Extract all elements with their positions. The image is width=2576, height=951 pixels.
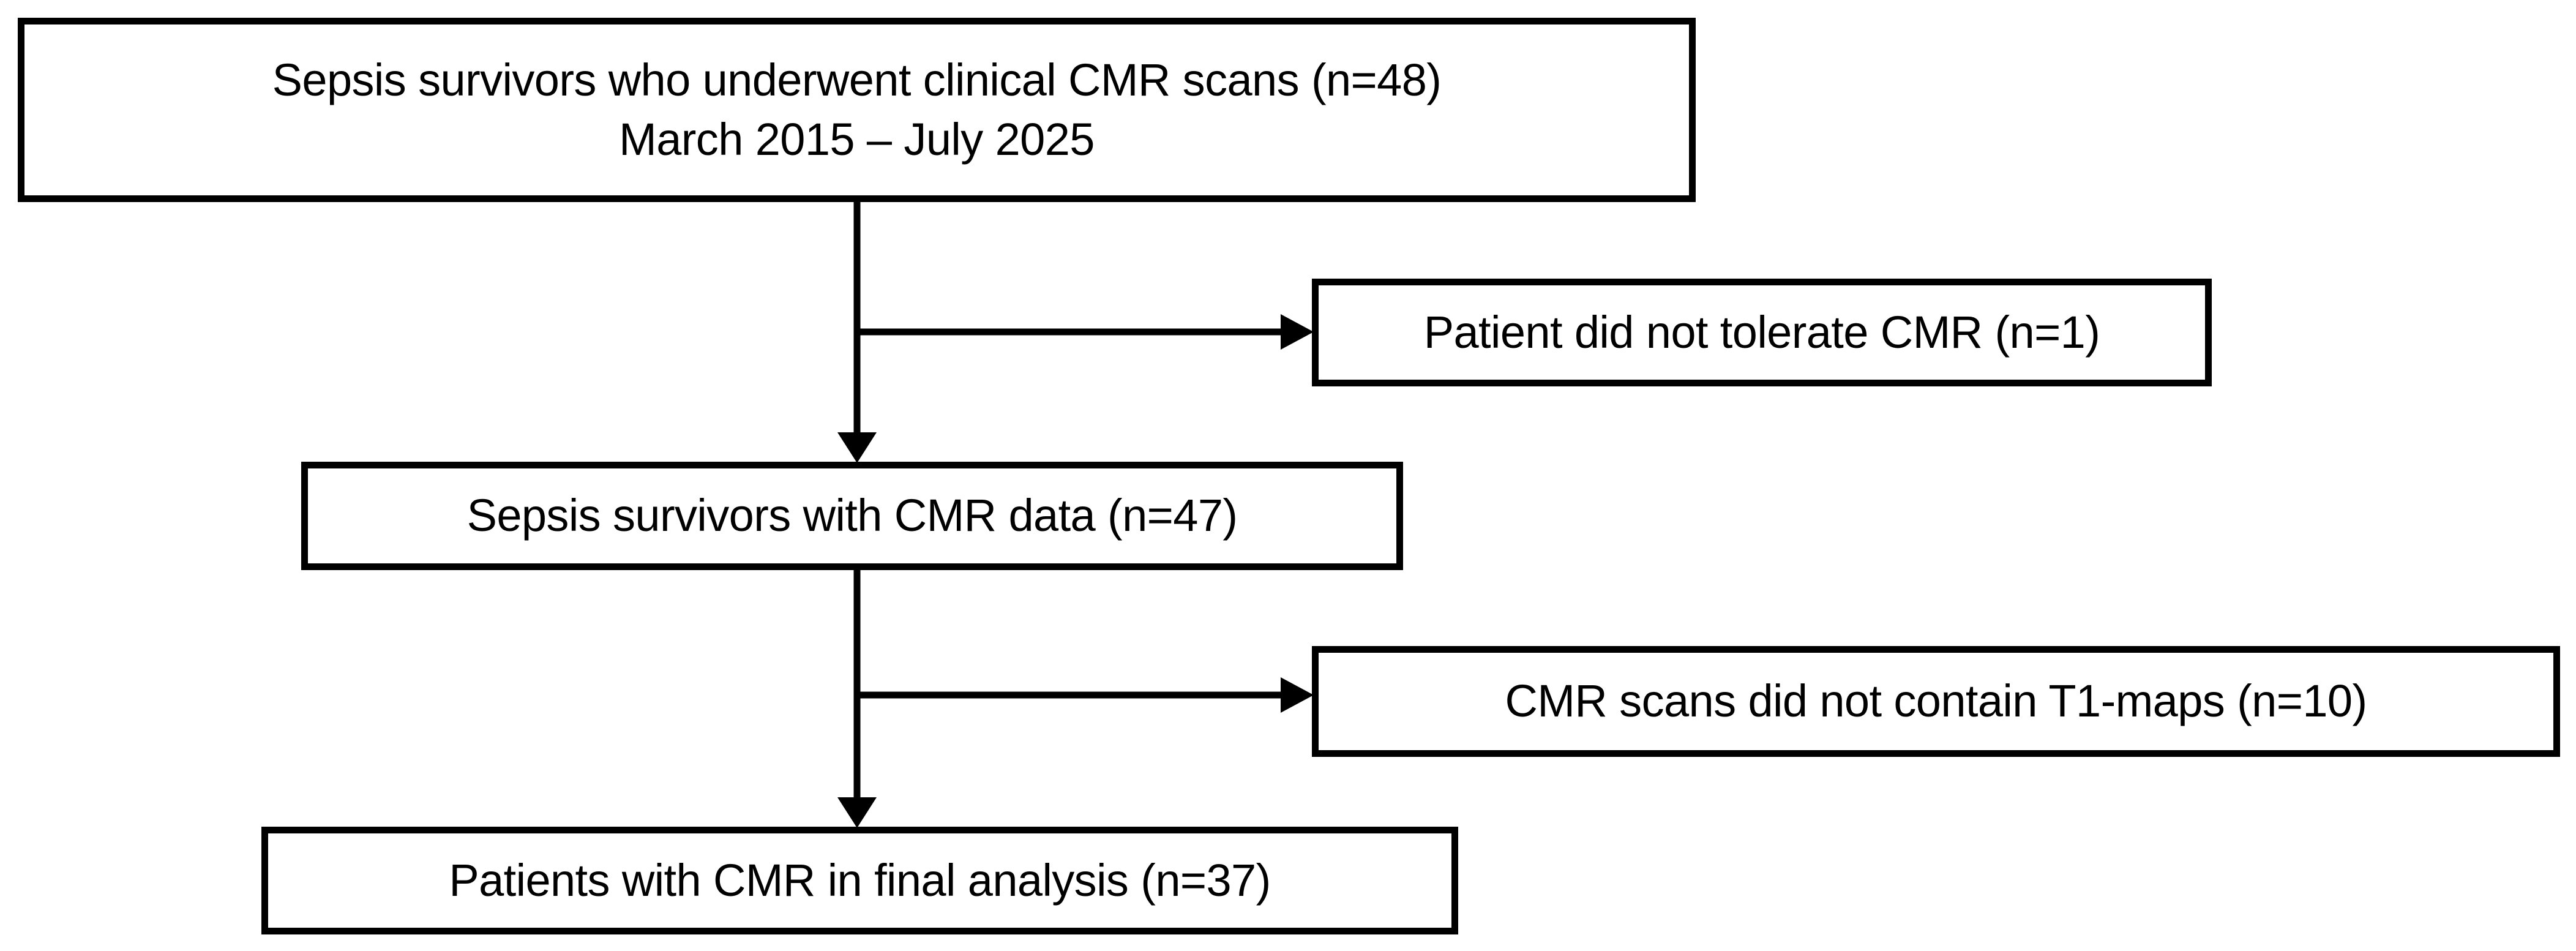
flow-box-not-tolerate-label: Patient did not tolerate CMR (n=1): [1423, 306, 2100, 358]
flow-box-with-data-label: Sepsis survivors with CMR data (n=47): [466, 490, 1238, 541]
flow-box-no-t1maps-label: CMR scans did not contain T1-maps (n=10): [1505, 675, 2367, 727]
flow-box-no-t1maps: CMR scans did not contain T1-maps (n=10): [1312, 646, 2560, 757]
connector-branch-to-no-t1maps: [857, 677, 1314, 713]
flow-box-cohort-line1: Sepsis survivors who underwent clinical …: [272, 55, 1442, 106]
flow-box-with-data: Sepsis survivors with CMR data (n=47): [301, 462, 1403, 570]
connector-trunk-with-data-to-final: [837, 570, 877, 828]
connector-trunk-cohort-to-with-data: [837, 202, 877, 463]
flow-box-cohort: Sepsis survivors who underwent clinical …: [18, 18, 1696, 202]
connector-branch-to-not-tolerate: [857, 314, 1314, 350]
flow-box-final: Patients with CMR in final analysis (n=3…: [261, 827, 1458, 934]
flow-box-cohort-line2: March 2015 – July 2025: [619, 113, 1095, 165]
flow-box-final-label: Patients with CMR in final analysis (n=3…: [449, 854, 1271, 906]
flow-box-not-tolerate: Patient did not tolerate CMR (n=1): [1312, 279, 2212, 386]
